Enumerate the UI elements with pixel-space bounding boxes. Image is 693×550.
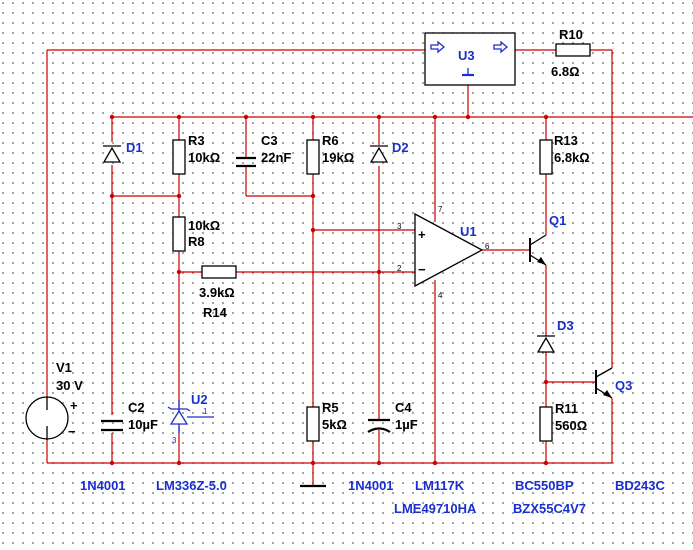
r14-value-label: 3.9kΩ	[199, 285, 235, 300]
r3-ref-label: R3	[188, 133, 205, 148]
diode-d1[interactable]	[102, 145, 122, 163]
resistor-r11[interactable]	[539, 406, 553, 442]
r3-value-label: 10kΩ	[188, 150, 220, 165]
r5-ref-label: R5	[322, 400, 339, 415]
part-name-d3: BZX55C4V7	[513, 501, 586, 516]
resistor-r5[interactable]	[306, 406, 320, 442]
u1-pin4-label: 4	[438, 291, 443, 300]
part-name-q1: BC550BP	[515, 478, 574, 493]
v1-value-label: 30 V	[56, 378, 83, 393]
d2-ref-label: D2	[392, 140, 409, 155]
transistor-q1[interactable]	[529, 234, 547, 266]
r5-value-label: 5kΩ	[322, 417, 347, 432]
v1-ref-label: V1	[56, 360, 72, 375]
u1-pin6-label: 6	[485, 242, 490, 251]
opamp-u1[interactable]	[414, 212, 484, 288]
part-name-u2: LM336Z-5.0	[156, 478, 227, 493]
r6-ref-label: R6	[322, 133, 339, 148]
q1-ref-label: Q1	[549, 213, 566, 228]
capacitor-c3[interactable]	[236, 156, 256, 168]
resistor-r8[interactable]	[172, 216, 186, 252]
regulator-u3[interactable]	[424, 32, 516, 86]
u1-minus-sign: −	[418, 262, 426, 277]
c2-value-label: 10µF	[128, 417, 158, 432]
junctions	[109, 114, 549, 466]
u2-pin3-label: 3	[172, 436, 177, 445]
u1-pin2-label: 2	[397, 264, 402, 273]
d3-ref-label: D3	[557, 318, 574, 333]
resistor-r10[interactable]	[555, 43, 591, 57]
reference-u2[interactable]	[167, 400, 214, 433]
d1-ref-label: D1	[126, 140, 143, 155]
c3-value-label: 22nF	[261, 150, 291, 165]
u2-pin1-label: 1	[203, 407, 208, 416]
u2-ref-label: U2	[191, 392, 208, 407]
u1-pin7-label: 7	[438, 205, 443, 214]
transistor-q3[interactable]	[595, 367, 613, 399]
r6-value-label: 19kΩ	[322, 150, 354, 165]
resistor-r6[interactable]	[306, 139, 320, 175]
u1-ref-label: U1	[460, 224, 477, 239]
r13-ref-label: R13	[554, 133, 578, 148]
part-name-d2: 1N4001	[348, 478, 394, 493]
wires	[46, 49, 693, 486]
c2-ref-label: C2	[128, 400, 145, 415]
part-name-u3: LM117K	[415, 478, 465, 493]
voltage-source-v1[interactable]	[25, 396, 69, 440]
part-name-d1: 1N4001	[80, 478, 126, 493]
c3-ref-label: C3	[261, 133, 278, 148]
part-name-u1: LME49710HA	[394, 501, 477, 516]
r11-value-label: 560Ω	[555, 418, 587, 433]
r8-value-label: 10kΩ	[188, 218, 220, 233]
r11-ref-label: R11	[555, 401, 578, 416]
part-name-q3: BD243C	[615, 478, 665, 493]
u1-pin3-label: 3	[397, 222, 402, 231]
resistor-r3[interactable]	[172, 139, 186, 175]
diode-d3[interactable]	[536, 335, 556, 353]
capacitor-c2[interactable]	[101, 419, 123, 432]
part-names: 1N4001 LM336Z-5.0 1N4001 LM117K BC550BP …	[80, 478, 665, 516]
resistor-r14[interactable]	[201, 265, 237, 279]
resistor-r13[interactable]	[539, 139, 553, 175]
r14-ref-label: R14	[203, 305, 228, 320]
v1-plus-sign: +	[70, 398, 78, 413]
r13-value-label: 6.8kΩ	[554, 150, 590, 165]
diode-d2[interactable]	[369, 145, 389, 163]
q3-ref-label: Q3	[615, 378, 632, 393]
capacitor-c4[interactable]	[367, 418, 391, 433]
v1-minus-sign: −	[68, 424, 76, 439]
u1-plus-sign: +	[418, 227, 426, 242]
r10-ref-label: R10	[559, 27, 583, 42]
r10-value-label: 6.8Ω	[551, 64, 580, 79]
u3-ref-label: U3	[458, 48, 475, 63]
c4-ref-label: C4	[395, 400, 412, 415]
c4-value-label: 1µF	[395, 417, 418, 432]
r8-ref-label: R8	[188, 234, 205, 249]
